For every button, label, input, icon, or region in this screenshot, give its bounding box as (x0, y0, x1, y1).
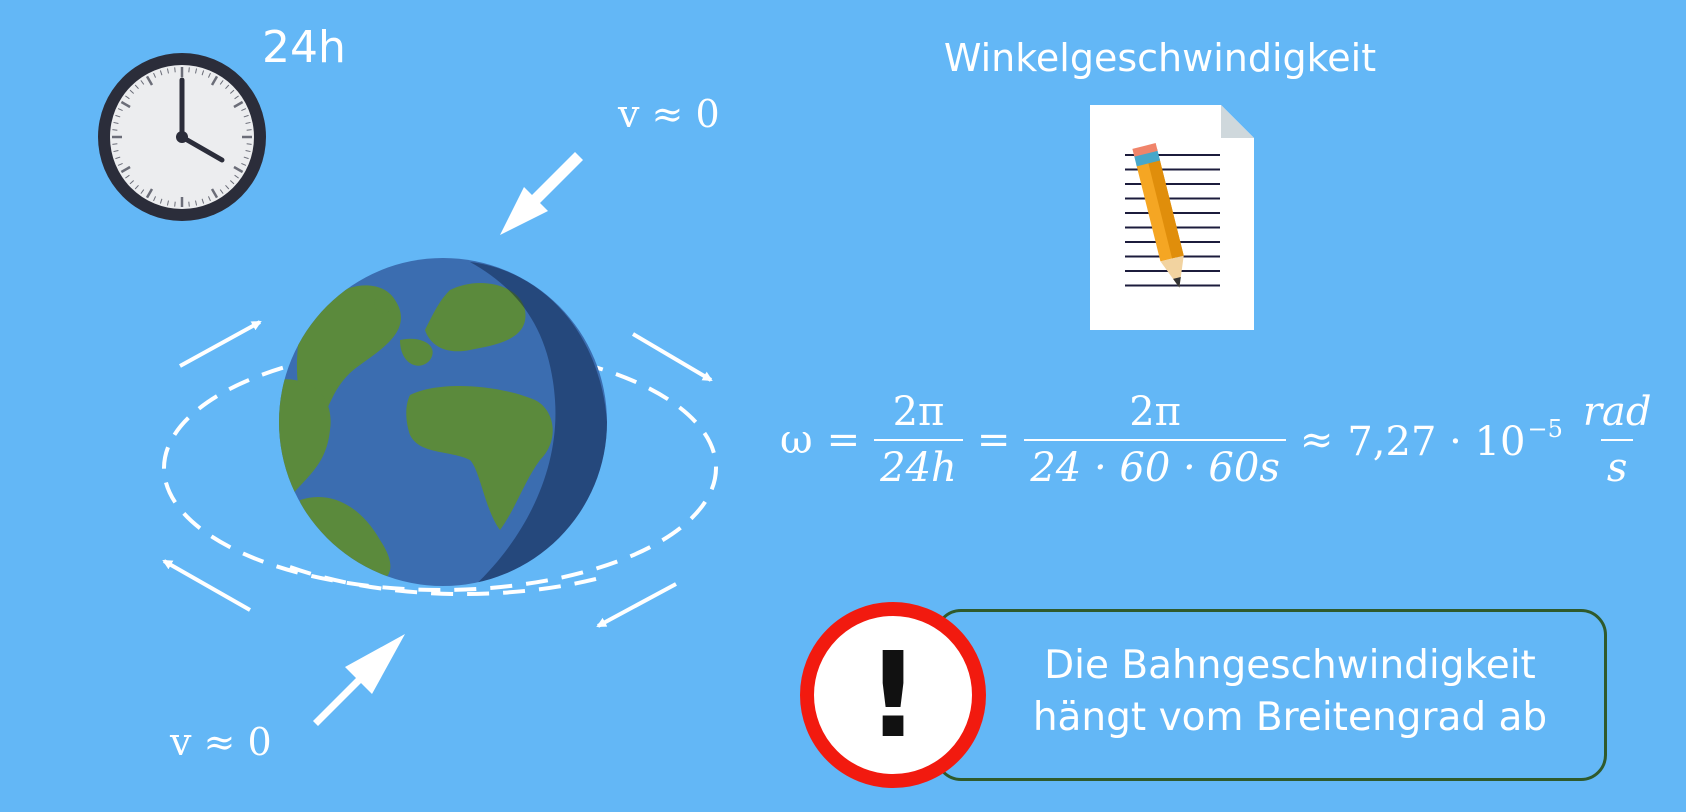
formula-fraction-1: 2π 24h (874, 389, 963, 491)
warning-exclamation-mark: ! (866, 626, 920, 764)
clock-tick (245, 121, 251, 124)
page-title: Winkelgeschwindigkeit (943, 36, 1377, 80)
clock-tick (145, 188, 154, 199)
velocity-bottom-label: v ≈ 0 (170, 720, 272, 764)
clock-tick (201, 70, 205, 76)
clock-tick (166, 200, 169, 206)
notice-text: Die Bahngeschwindigkeit hängt vom Breite… (1000, 640, 1580, 744)
clock-tick (140, 80, 145, 85)
clock-tick (117, 108, 123, 112)
clock-tick (112, 143, 118, 145)
clock-tick (188, 201, 190, 207)
clock-tick (174, 67, 176, 73)
rotation-arrow-icon (631, 332, 713, 382)
clock-tick (134, 184, 139, 190)
clock-tick (174, 201, 176, 207)
formula-value: 7,27 · 10−5 (1347, 415, 1563, 465)
clock-tick (210, 188, 219, 199)
clock-tick (195, 200, 198, 206)
clock-tick (225, 84, 230, 90)
clock-tick (117, 162, 123, 166)
rotation-arrow-icon (162, 559, 251, 612)
clock-tick (120, 165, 131, 174)
clock-tick (246, 129, 252, 131)
clock-tick (188, 67, 190, 73)
formula-unit: rad s (1577, 389, 1658, 491)
clock-tick (207, 72, 211, 78)
earth-globe-icon (279, 258, 607, 586)
clock-tick (115, 114, 121, 118)
clock-tick (210, 75, 219, 86)
clock-tick (159, 70, 163, 76)
document-pencil-icon (1090, 105, 1254, 330)
rotation-arrow-icon (596, 582, 677, 628)
clock-tick (234, 174, 239, 179)
clock-duration-label: 24h (262, 22, 346, 73)
clock-tick (166, 68, 169, 74)
clock-tick (159, 198, 163, 204)
clock-tick (207, 196, 211, 202)
notice-line-1: Die Bahngeschwindigkeit (1044, 643, 1536, 688)
formula-fraction-2-numerator: 2π (1129, 389, 1181, 435)
formula-equals: = (826, 417, 861, 463)
rotation-arrow-icon (179, 320, 262, 368)
clock-tick (233, 100, 244, 109)
velocity-top-label: v ≈ 0 (618, 92, 720, 136)
clock-tick (125, 95, 130, 100)
clock-tick (241, 162, 247, 166)
formula-fraction-2-denominator: 24 · 60 · 60s (1024, 439, 1286, 491)
formula-fraction-2: 2π 24 · 60 · 60s (1024, 389, 1286, 491)
arrow-bottom-icon (313, 634, 405, 726)
clock-tick (115, 156, 121, 160)
clock-tick (233, 165, 244, 174)
angular-velocity-formula: ω = 2π 24h = 2π 24 · 60 · 60s ≈ 7,27 · 1… (780, 380, 1657, 500)
clock-tick (129, 89, 135, 94)
clock-tick (241, 108, 247, 112)
formula-fraction-1-numerator: 2π (892, 389, 945, 435)
formula-fraction-1-denominator: 24h (874, 439, 963, 491)
clock-tick (113, 121, 119, 124)
formula-unit-numerator: rad (1582, 389, 1652, 435)
formula-omega: ω (780, 417, 813, 463)
notice-line-2: hängt vom Breitengrad ab (1032, 695, 1548, 740)
clock-tick (140, 189, 145, 194)
arrow-top-icon (500, 152, 583, 235)
clock-tick (113, 150, 119, 153)
clock-tick (243, 156, 249, 160)
formula-unit-denominator: s (1600, 439, 1634, 491)
warning-exclamation-icon (800, 602, 986, 788)
formula-value-mantissa: 7,27 · 10 (1347, 419, 1526, 465)
formula-exponent: −5 (1527, 415, 1563, 443)
clock-tick (153, 196, 157, 202)
clock-tick (229, 180, 235, 185)
formula-approx: ≈ (1299, 417, 1334, 463)
clock-tick (120, 100, 131, 109)
clock-tick (246, 143, 252, 145)
clock-tick (153, 72, 157, 78)
clock-tick (245, 150, 251, 153)
clock-tick (243, 114, 249, 118)
clock-tick (201, 198, 205, 204)
clock-tick (129, 180, 135, 185)
clock-tick (225, 184, 230, 190)
clock-tick (229, 89, 235, 94)
clock-tick (125, 174, 130, 179)
clock-tick (134, 84, 139, 90)
clock-tick (145, 75, 154, 86)
clock-tick (112, 129, 118, 131)
clock-tick (219, 189, 224, 194)
orbit-path-front (289, 565, 601, 597)
clock-tick (219, 80, 224, 85)
clock-tick (195, 68, 198, 74)
clock-icon (98, 53, 266, 221)
clock-tick (234, 95, 239, 100)
formula-equals: = (976, 417, 1011, 463)
